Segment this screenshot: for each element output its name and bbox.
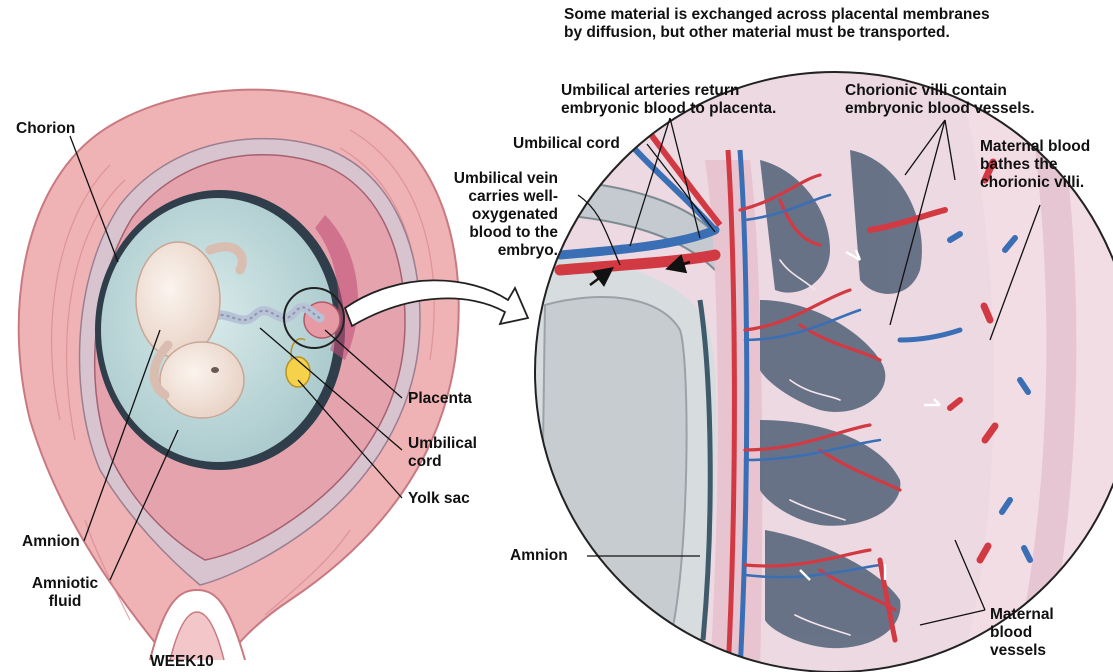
label-week: WEEK10 — [150, 653, 214, 671]
label-yolk-sac: Yolk sac — [408, 490, 470, 508]
label-umbilical-vein: Umbilical vein carries well- oxygenated … — [428, 170, 558, 260]
label-umbilical-arteries: Umbilical arteries return embryonic bloo… — [561, 82, 776, 118]
label-chorionic-villi: Chorionic villi contain embryonic blood … — [845, 82, 1035, 118]
label-maternal-blood: Maternal blood bathes the chorionic vill… — [980, 138, 1090, 192]
label-placenta: Placenta — [408, 390, 472, 408]
amniotic-cavity — [101, 198, 335, 462]
label-umbilical-cord-left: Umbilical cord — [408, 435, 477, 471]
label-maternal-vessels: Maternal blood vessels — [990, 606, 1054, 660]
label-umbilical-cord-right: Umbilical cord — [513, 135, 620, 153]
label-chorion: Chorion — [16, 120, 75, 138]
figure-caption: Some material is exchanged across placen… — [564, 6, 990, 42]
label-amnion-left: Amnion — [22, 533, 80, 551]
label-amnion-right: Amnion — [510, 547, 568, 565]
label-amniotic-fluid: Amniotic fluid — [28, 575, 102, 611]
